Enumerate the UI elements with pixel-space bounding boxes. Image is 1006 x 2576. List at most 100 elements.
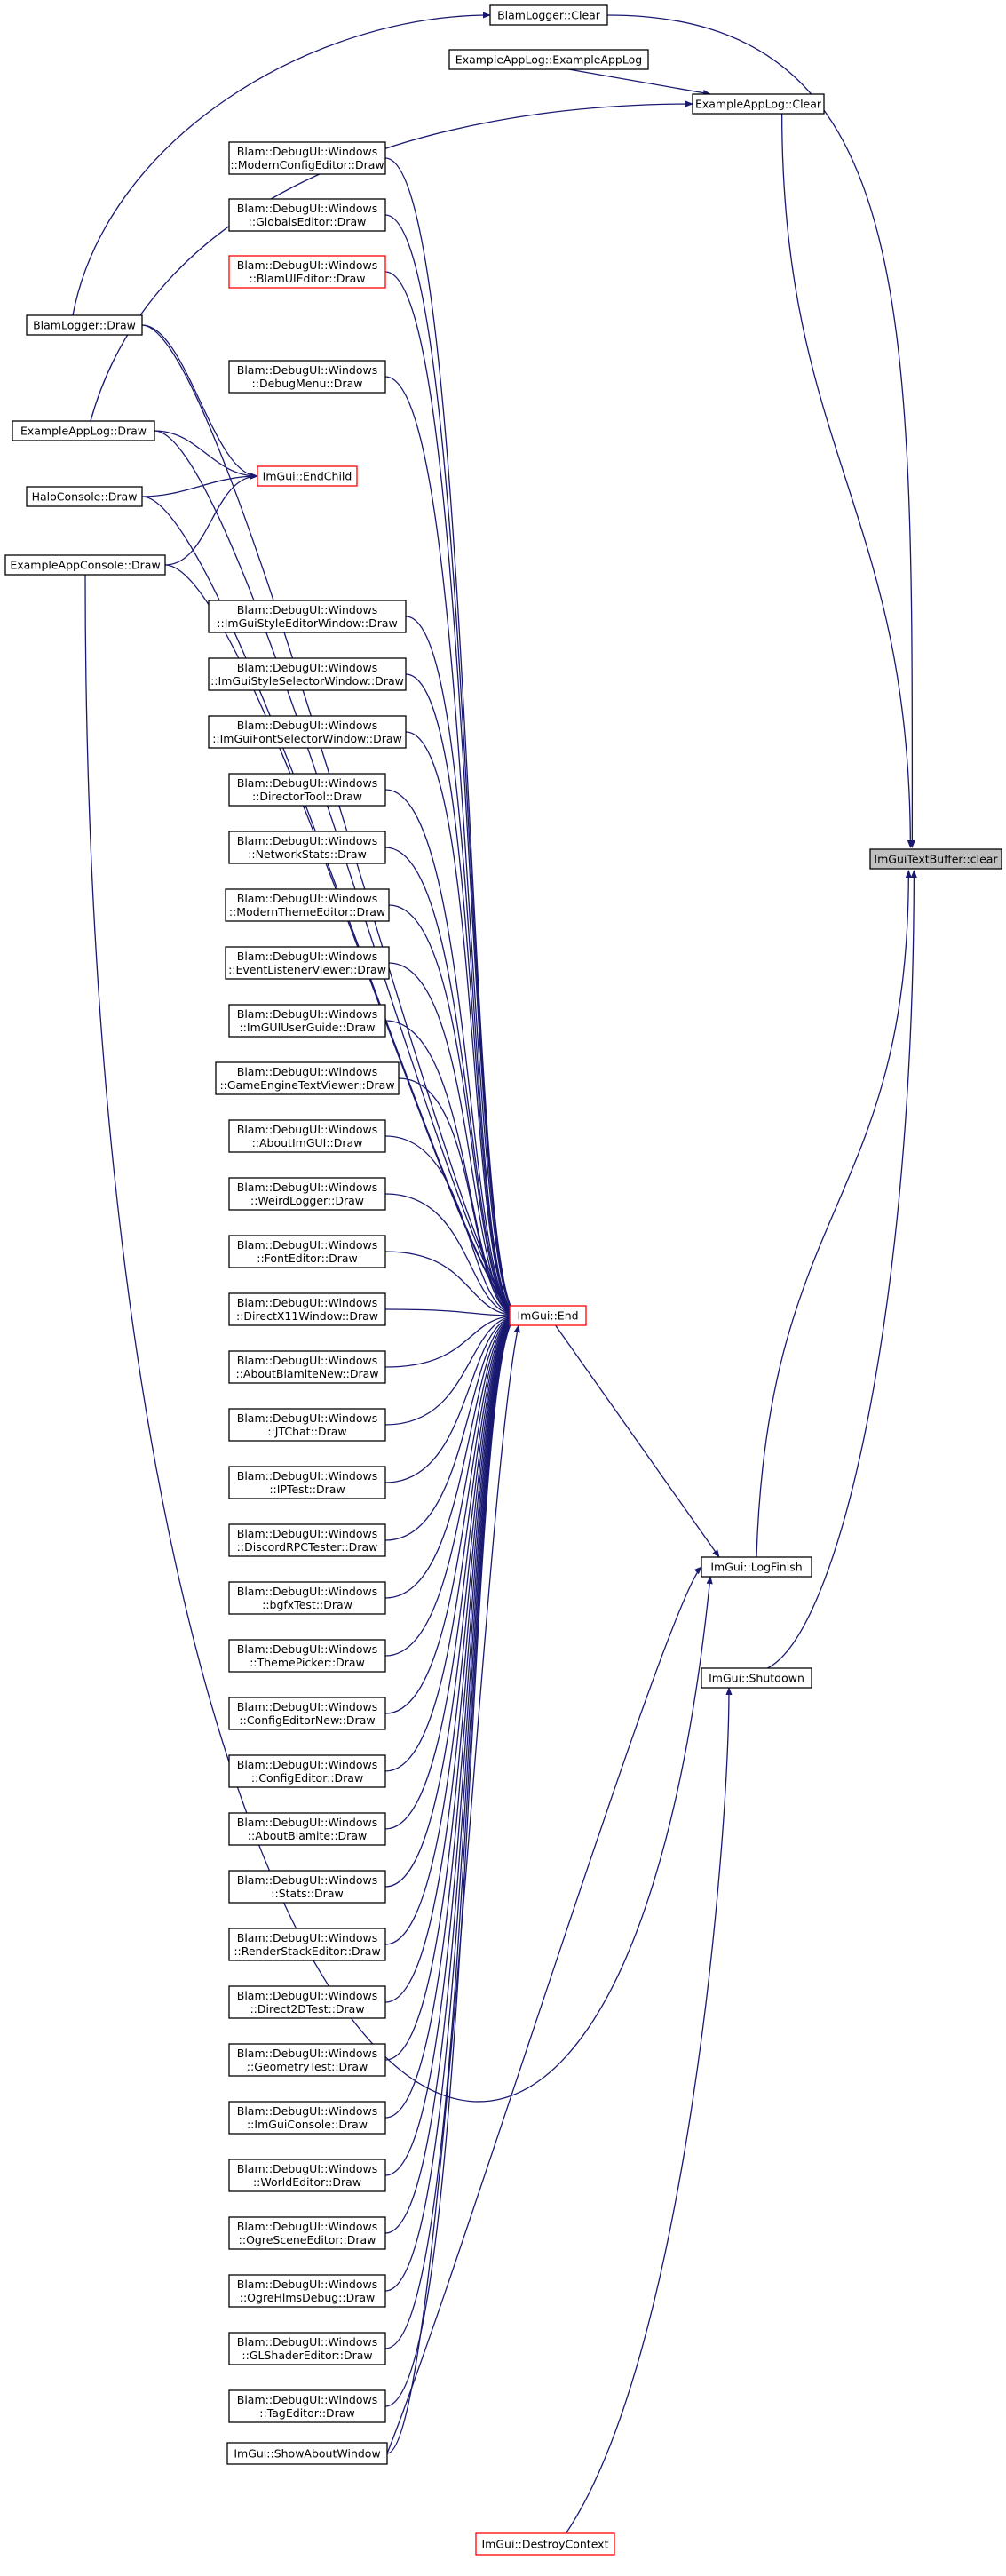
node-label: ImGui::DestroyContext [482, 2538, 609, 2551]
node-label: ImGui::ShowAboutWindow [234, 2447, 380, 2461]
node-themepicker[interactable]: Blam::DebugUI::Windows::ThemePicker::Dra… [228, 1639, 386, 1673]
node-destroyctx[interactable]: ImGui::DestroyContext [475, 2532, 615, 2556]
node-label: Blam::DebugUI::Windows [237, 1238, 377, 1252]
node-fonteditor[interactable]: Blam::DebugUI::Windows::FontEditor::Draw [228, 1235, 386, 1268]
node-label: ::DirectorTool::Draw [252, 790, 362, 803]
node-showabout[interactable]: ImGui::ShowAboutWindow [226, 2442, 388, 2465]
node-box [448, 49, 649, 70]
node-label: Blam::DebugUI::Windows [237, 2335, 377, 2349]
node-box [228, 1870, 386, 1904]
node-aboutblamite[interactable]: Blam::DebugUI::Windows::AboutBlamite::Dr… [228, 1812, 386, 1846]
node-stylesel[interactable]: Blam::DebugUI::Windows::ImGuiStyleSelect… [208, 657, 407, 691]
node-configeditor[interactable]: Blam::DebugUI::Windows::ConfigEditor::Dr… [228, 1754, 386, 1788]
node-box [228, 2389, 386, 2423]
edge-logfinish-to-clear [756, 870, 912, 1558]
node-imguiconsole[interactable]: Blam::DebugUI::Windows::ImGuiConsole::Dr… [228, 2101, 386, 2135]
edge-blamlogger_draw-to-endchild [141, 324, 258, 480]
node-moderntheme[interactable]: Blam::DebugUI::Windows::ModernThemeEdito… [225, 888, 390, 922]
node-endchild[interactable]: ImGui::EndChild [257, 465, 358, 487]
node-netstats[interactable]: Blam::DebugUI::Windows::NetworkStats::Dr… [228, 831, 386, 864]
node-d2dtest[interactable]: Blam::DebugUI::Windows::Direct2DTest::Dr… [228, 1985, 386, 2019]
node-label: ::DiscordRPCTester::Draw [237, 1540, 378, 1554]
node-iptest[interactable]: Blam::DebugUI::Windows::IPTest::Draw [228, 1466, 386, 1499]
node-moderncfg[interactable]: Blam::DebugUI::Windows::ModernConfigEdit… [228, 141, 386, 175]
node-jtchat[interactable]: Blam::DebugUI::Windows::JTChat::Draw [228, 1408, 386, 1442]
edge-aboutblamite-to-end [384, 1312, 519, 1830]
edge-blamlogger_clear-to-clear [606, 14, 915, 848]
node-exapplog_draw[interactable]: ExampleAppLog::Draw [12, 420, 155, 441]
node-label: ::TagEditor::Draw [259, 2406, 354, 2420]
node-director[interactable]: Blam::DebugUI::Windows::DirectorTool::Dr… [228, 773, 386, 807]
node-box [228, 1466, 386, 1499]
node-glshader[interactable]: Blam::DebugUI::Windows::GLShaderEditor::… [228, 2332, 386, 2365]
node-debugmenu[interactable]: Blam::DebugUI::Windows::DebugMenu::Draw [228, 360, 386, 394]
node-label: ::NetworkStats::Draw [248, 847, 367, 861]
node-label: Blam::DebugUI::Windows [237, 1007, 377, 1021]
node-label: Blam::DebugUI::Windows [237, 950, 377, 963]
node-label: ::DebugMenu::Draw [252, 377, 363, 390]
node-exappconsole[interactable]: ExampleAppConsole::Draw [4, 554, 166, 576]
node-label: ImGui::EndChild [263, 470, 352, 483]
node-label: ::GLShaderEditor::Draw [242, 2349, 372, 2362]
node-tageditor[interactable]: Blam::DebugUI::Windows::TagEditor::Draw [228, 2389, 386, 2423]
node-box [4, 554, 166, 576]
edge-stylesel-to-end [405, 673, 519, 1319]
edge-themepicker-to-end [384, 1312, 519, 1657]
node-label: ::GeometryTest::Draw [247, 2060, 368, 2073]
node-box [226, 2442, 388, 2465]
node-exapplog_clear[interactable]: ExampleAppLog::Clear [692, 93, 825, 115]
node-box [692, 93, 825, 115]
node-label: ::RenderStackEditor::Draw [234, 1944, 380, 1958]
node-eventlistener[interactable]: Blam::DebugUI::Windows::EventListenerVie… [225, 946, 390, 980]
node-bgfxtest[interactable]: Blam::DebugUI::Windows::bgfxTest::Draw [228, 1581, 386, 1615]
edge-director-to-end [384, 789, 519, 1319]
node-aboutimgui[interactable]: Blam::DebugUI::Windows::AboutImGUI::Draw [228, 1119, 386, 1153]
node-label: BlamLogger::Clear [497, 9, 601, 22]
node-geomtest[interactable]: Blam::DebugUI::Windows::GeometryTest::Dr… [228, 2043, 386, 2077]
node-shutdown[interactable]: ImGui::Shutdown [701, 1667, 812, 1689]
edge-blamui-to-end [384, 271, 519, 1319]
node-ogrescene[interactable]: Blam::DebugUI::Windows::OgreSceneEditor:… [228, 2216, 386, 2250]
node-fontsel[interactable]: Blam::DebugUI::Windows::ImGuiFontSelecto… [208, 715, 407, 749]
node-gametext[interactable]: Blam::DebugUI::Windows::GameEngineTextVi… [215, 1061, 400, 1095]
node-globals[interactable]: Blam::DebugUI::Windows::GlobalsEditor::D… [228, 198, 386, 232]
node-box [228, 1639, 386, 1673]
node-label: Blam::DebugUI::Windows [237, 1989, 377, 2002]
node-ogrehlms[interactable]: Blam::DebugUI::Windows::OgreHlmsDebug::D… [228, 2274, 386, 2308]
node-haloconsole[interactable]: HaloConsole::Draw [26, 486, 143, 507]
edge-blamlogger_draw-to-blamlogger_clear [72, 12, 491, 316]
node-label: Blam::DebugUI::Windows [237, 363, 377, 377]
node-box [228, 2216, 386, 2250]
node-aboutblamitenew[interactable]: Blam::DebugUI::Windows::AboutBlamiteNew:… [228, 1350, 386, 1384]
node-box [509, 1305, 587, 1326]
node-label: ::Stats::Draw [271, 1887, 343, 1900]
node-box [489, 4, 608, 26]
node-end[interactable]: ImGui::End [509, 1305, 587, 1326]
node-renderstack[interactable]: Blam::DebugUI::Windows::RenderStackEdito… [228, 1928, 386, 1961]
edge-aboutimgui-to-end [384, 1135, 519, 1319]
node-logfinish[interactable]: ImGui::LogFinish [701, 1556, 812, 1578]
edge-exapplog_draw-to-endchild [154, 430, 258, 480]
node-box [228, 360, 386, 394]
edge-shutdown-to-clear [767, 870, 917, 1669]
node-blamlogger_draw[interactable]: BlamLogger::Draw [26, 314, 143, 336]
node-label: Blam::DebugUI::Windows [237, 2162, 377, 2175]
node-weirdlogger[interactable]: Blam::DebugUI::Windows::WeirdLogger::Dra… [228, 1177, 386, 1211]
node-userguide[interactable]: Blam::DebugUI::Windows::ImGUIUserGuide::… [228, 1004, 386, 1038]
node-stylewin[interactable]: Blam::DebugUI::Windows::ImGuiStyleEditor… [208, 600, 407, 633]
node-box [228, 831, 386, 864]
node-box [228, 1697, 386, 1730]
edge-end-to-logfinish [555, 1324, 720, 1558]
node-box [228, 1985, 386, 2019]
node-blamui[interactable]: Blam::DebugUI::Windows::BlamUIEditor::Dr… [228, 255, 386, 289]
node-discordrpc[interactable]: Blam::DebugUI::Windows::DiscordRPCTester… [228, 1523, 386, 1557]
edge-haloconsole-to-endchild [141, 473, 258, 497]
node-confignew[interactable]: Blam::DebugUI::Windows::ConfigEditorNew:… [228, 1697, 386, 1730]
node-dx11[interactable]: Blam::DebugUI::Windows::DirectX11Window:… [228, 1292, 386, 1326]
node-stats[interactable]: Blam::DebugUI::Windows::Stats::Draw [228, 1870, 386, 1904]
node-worldeditor[interactable]: Blam::DebugUI::Windows::WorldEditor::Dra… [228, 2159, 386, 2192]
edge-exappconsole-to-logfinish [84, 574, 713, 2103]
node-exapplog_ctor[interactable]: ExampleAppLog::ExampleAppLog [448, 49, 649, 70]
node-clear[interactable]: ImGuiTextBuffer::clear [869, 848, 1002, 870]
node-blamlogger_clear[interactable]: BlamLogger::Clear [489, 4, 608, 26]
